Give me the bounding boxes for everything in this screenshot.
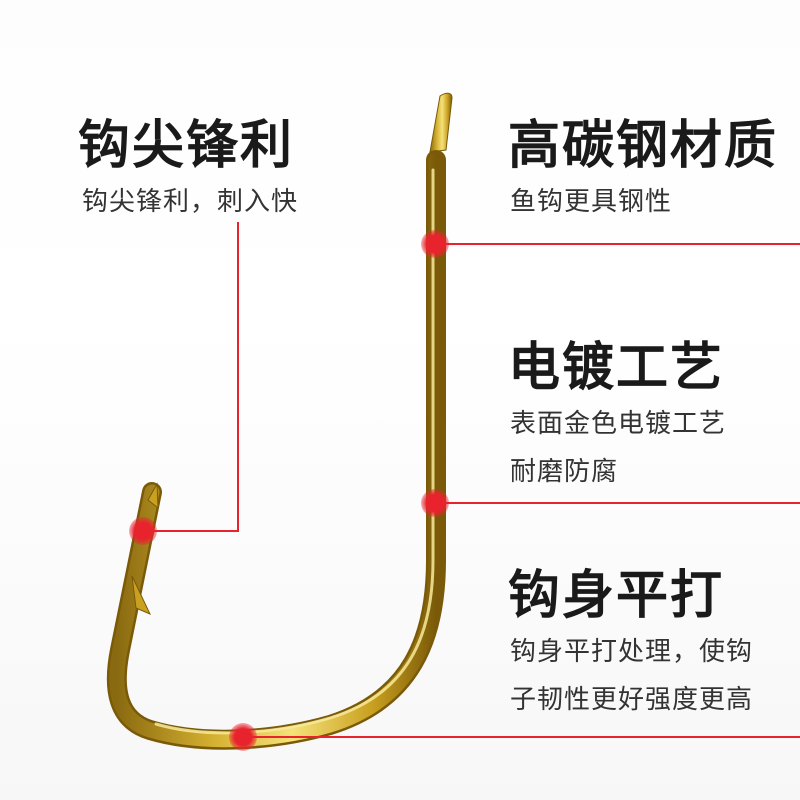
feature-tip-title: 钩尖锋利: [78, 116, 295, 176]
feature-plating-title: 电镀工艺: [508, 338, 725, 398]
hook-eye: [429, 92, 453, 153]
hook-shank-fill: [109, 152, 444, 748]
feature-body: 钩身平打 钩身平打处理，使钩 子韧性更好强度更高: [508, 570, 753, 718]
feature-body-desc-2: 子韧性更好强度更高: [510, 684, 754, 715]
feature-tip: 钩尖锋利 钩尖锋利，刺入快: [78, 120, 298, 220]
hook-shank: [106, 150, 446, 750]
feature-body-title: 钩身平打: [508, 566, 725, 626]
feature-steel-desc-1: 鱼钩更具钢性: [510, 187, 673, 217]
hook-barb: [131, 575, 152, 615]
feature-steel-title: 高碳钢材质: [508, 116, 779, 176]
callout-line-tip: [143, 222, 239, 532]
markers: [129, 230, 449, 751]
hook-shank-highlight: [154, 168, 435, 735]
feature-plating-desc-2: 耐磨防腐: [510, 456, 619, 487]
feature-tip-desc-1: 钩尖锋利，刺入快: [82, 187, 299, 217]
hook-point: [147, 482, 159, 510]
feature-steel: 高碳钢材质 鱼钩更具钢性: [508, 120, 778, 220]
feature-plating: 电镀工艺 表面金色电镀工艺 耐磨防腐: [508, 342, 726, 490]
feature-body-desc-1: 钩身平打处理，使钩: [510, 637, 754, 667]
feature-plating-desc-1: 表面金色电镀工艺: [510, 409, 727, 439]
callout-lines: [143, 222, 800, 738]
